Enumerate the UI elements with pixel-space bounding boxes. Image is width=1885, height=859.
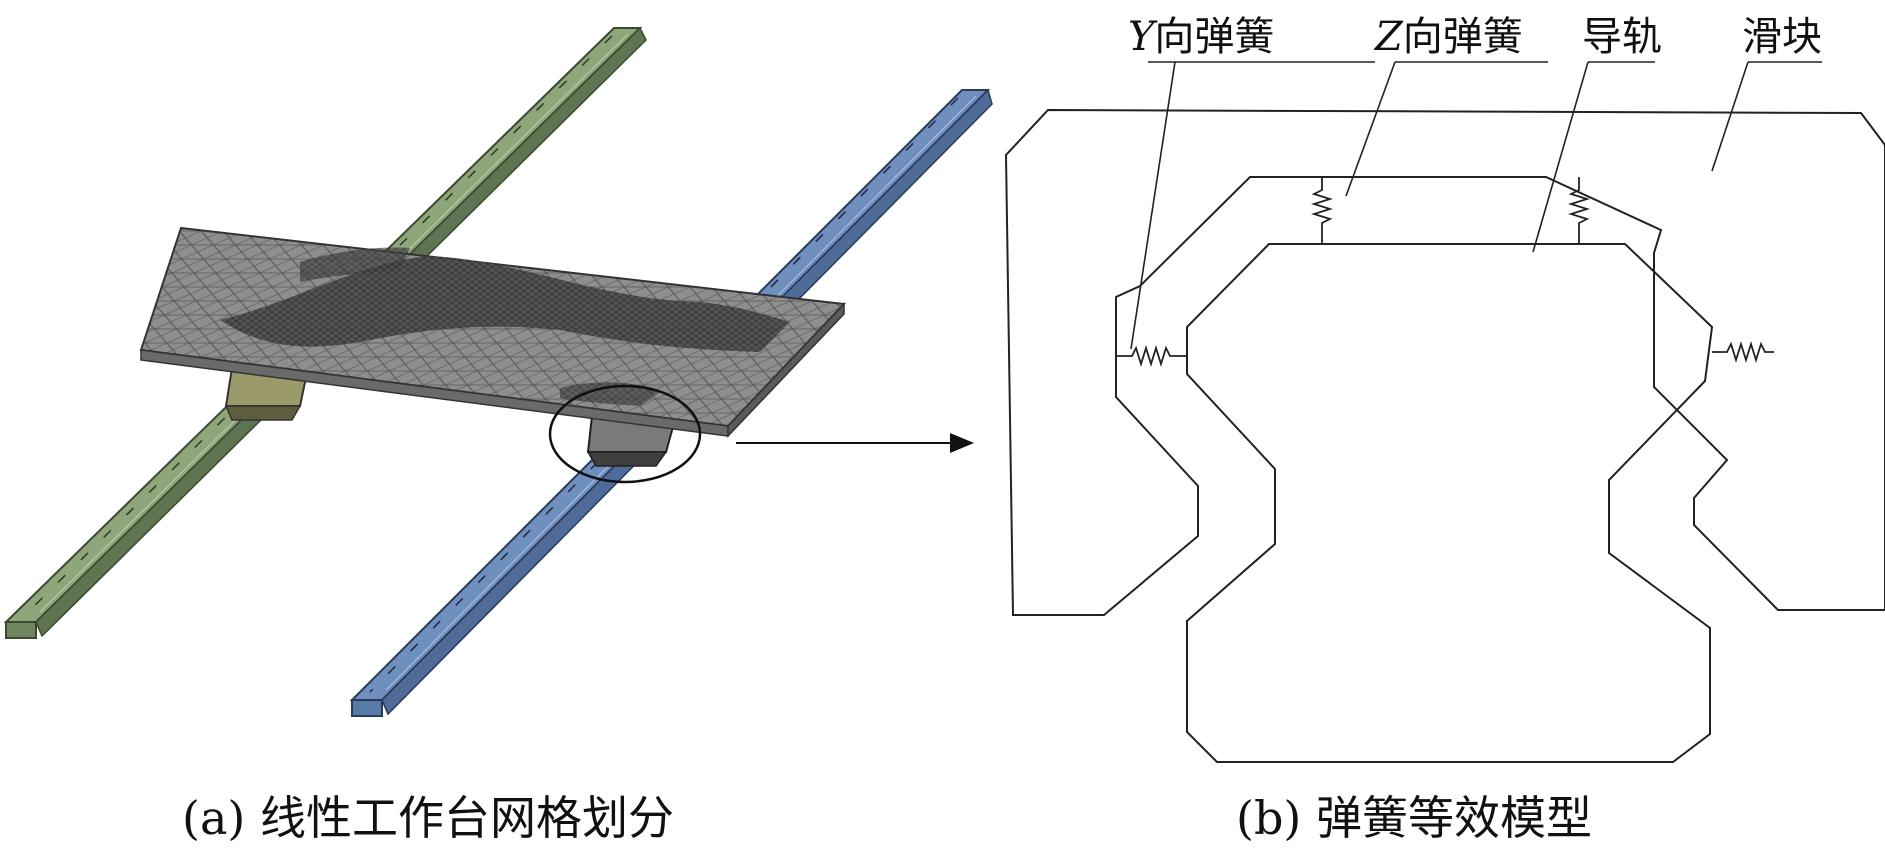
z-spring-left <box>1310 177 1334 244</box>
slider-outline <box>1004 108 1885 616</box>
y-axis-letter: Y <box>1128 14 1155 60</box>
y-spring-text: 向弹簧 <box>1154 14 1275 60</box>
z-spring-right <box>1567 177 1591 244</box>
rail-label: 导轨 <box>1582 4 1662 62</box>
caption-panel-b: (b) 弹簧等效模型 <box>1236 791 1592 845</box>
y-spring-left <box>1116 344 1187 368</box>
z-axis-letter: Z <box>1375 14 1403 60</box>
left-slider-block <box>224 367 310 421</box>
z-spring-label: Z向弹簧 <box>1375 4 1523 62</box>
caption-panel-a: (a) 线性工作台网格划分 <box>182 791 674 845</box>
rail-outline <box>1186 243 1714 763</box>
y-spring-label: Y向弹簧 <box>1128 4 1274 62</box>
label-leader-lines <box>1130 61 1822 350</box>
slider-label: 滑块 <box>1742 4 1822 62</box>
panel-b-drawing <box>1004 108 1885 763</box>
y-spring-right <box>1712 340 1774 364</box>
rail-label-text: 导轨 <box>1582 14 1662 60</box>
panel-a-drawing <box>3 26 993 717</box>
z-spring-text: 向弹簧 <box>1402 14 1523 60</box>
detail-highlight-circle <box>548 384 702 484</box>
meshed-worktable-plate <box>139 226 847 438</box>
slider-label-text: 滑块 <box>1742 14 1822 60</box>
